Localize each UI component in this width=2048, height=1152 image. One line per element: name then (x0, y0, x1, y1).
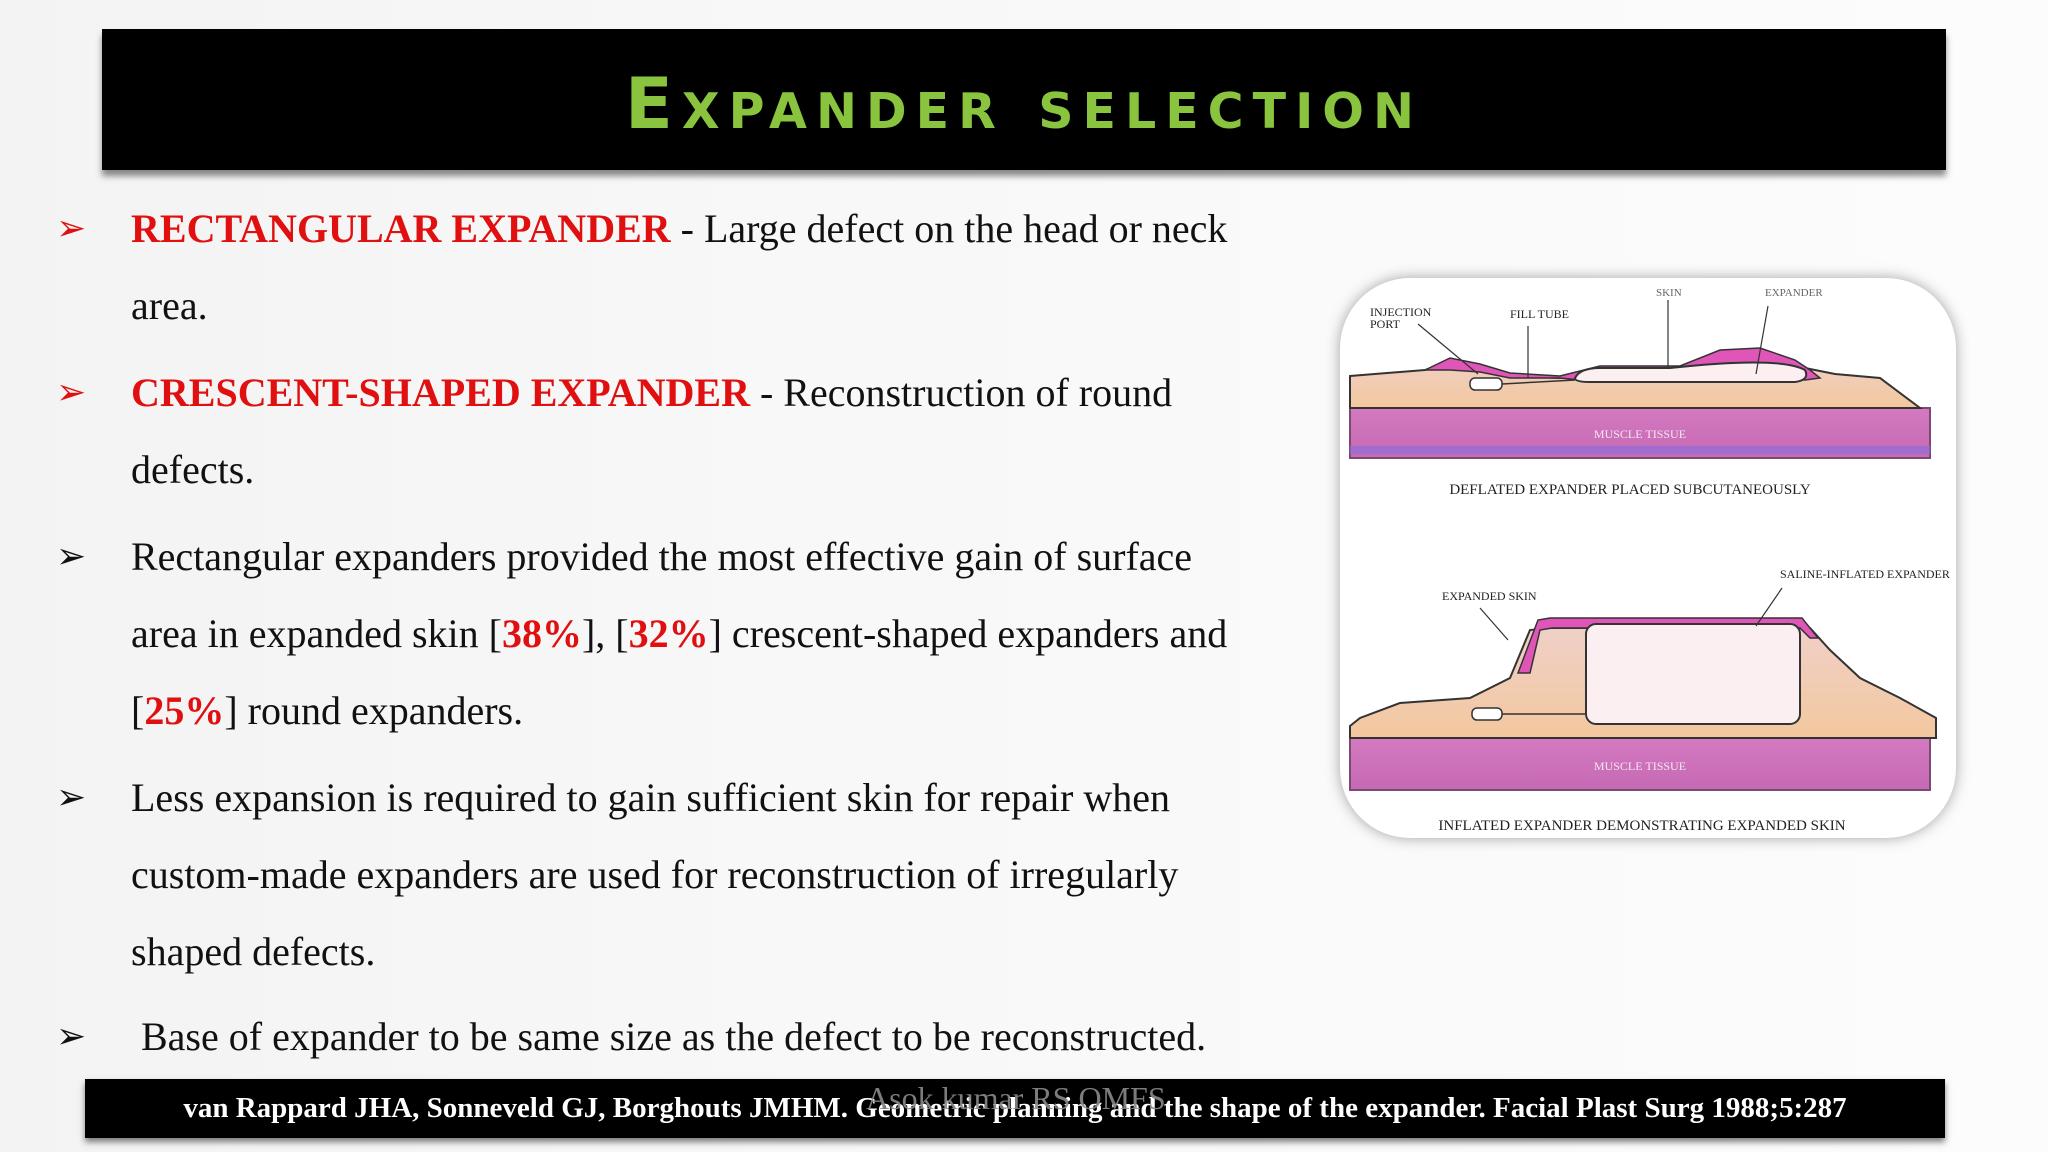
reference-citation: van Rappard JHA, Sonneveld GJ, Borghouts… (183, 1092, 1847, 1124)
bullet-text: [ (131, 688, 145, 733)
bullet-text: area in expanded skin [ (131, 611, 502, 656)
expander-diagram-svg: INJECTION PORT FILL TUBE SKIN EXPANDER M… (1349, 287, 1950, 834)
label-injection-port-2: PORT (1370, 317, 1401, 331)
muscle-layer-bottom (1349, 737, 1931, 791)
bullet-line: defects. (131, 446, 254, 494)
fill-tube-top (1501, 379, 1576, 385)
title-bar: Expander selection (102, 29, 1946, 170)
bullet-text: area. (131, 283, 208, 328)
label-skin: SKIN (1656, 287, 1682, 299)
slide-title: Expander selection (625, 62, 1423, 145)
bullet-text: - Reconstruction of round (749, 370, 1173, 415)
bullet-line: CRESCENT-SHAPED EXPANDER - Reconstructio… (131, 369, 1172, 417)
injection-port-top (1469, 377, 1503, 391)
bullet-line: shaped defects. (131, 928, 375, 976)
bullet-line: RECTANGULAR EXPANDER - Large defect on t… (131, 205, 1227, 253)
highlight-text: 25% (144, 688, 225, 733)
bullet-text: Rectangular expanders provided the most … (131, 534, 1193, 579)
bullet-line: Less expansion is required to gain suffi… (131, 774, 1170, 822)
deflated-expander (1573, 361, 1808, 383)
bullet-arrow-icon: ➢ (56, 372, 87, 413)
label-expanded-skin: EXPANDED SKIN (1442, 589, 1537, 603)
bullet-text: ] crescent-shaped expanders and (708, 611, 1228, 656)
label-injection-port-1: INJECTION (1370, 305, 1432, 319)
label-muscle-top: MUSCLE TISSUE (1594, 427, 1686, 441)
label-saline-inflated: SALINE-INFLATED EXPANDER (1780, 567, 1950, 581)
bullet-arrow-icon: ➢ (56, 536, 87, 577)
expander-diagram: INJECTION PORT FILL TUBE SKIN EXPANDER M… (1340, 278, 1956, 838)
highlight-text: 38% (501, 611, 582, 656)
label-muscle-bottom: MUSCLE TISSUE (1594, 759, 1686, 773)
label-fill-tube: FILL TUBE (1510, 307, 1569, 321)
watermark: Asok kumar RS OMFS (866, 1080, 1166, 1116)
bullet-line: area. (131, 282, 208, 330)
bullet-arrow-icon: ➢ (56, 1016, 87, 1057)
bullet-line: area in expanded skin [38%], [32%] cresc… (131, 610, 1227, 658)
bullet-arrow-icon: ➢ (56, 777, 87, 818)
bullet-line: [25%] round expanders. (131, 687, 523, 735)
caption-bottom: INFLATED EXPANDER DEMONSTRATING EXPANDED… (1438, 818, 1845, 834)
injection-port-bottom (1471, 707, 1503, 721)
bullet-text: Less expansion is required to gain suffi… (131, 775, 1170, 820)
bullet-line: custom-made expanders are used for recon… (131, 851, 1178, 899)
bullet-line: Rectangular expanders provided the most … (131, 533, 1192, 581)
deflated-panel: INJECTION PORT FILL TUBE SKIN EXPANDER M… (1349, 287, 1931, 498)
bullet-arrow-icon: ➢ (56, 208, 87, 249)
reference-bar: van Rappard JHA, Sonneveld GJ, Borghouts… (85, 1079, 1945, 1138)
bullet-text: ] round expanders. (224, 688, 524, 733)
bullet-text: - Large defect on the head or neck (670, 206, 1228, 251)
inflated-expander (1585, 623, 1801, 725)
bullet-text: Base of expander to be same size as the … (131, 1014, 1207, 1059)
bullet-text: ], [ (581, 611, 629, 656)
caption-top: DEFLATED EXPANDER PLACED SUBCUTANEOUSLY (1449, 482, 1811, 498)
bullet-text: custom-made expanders are used for recon… (131, 852, 1179, 897)
bullet-text: defects. (131, 447, 255, 492)
inflated-panel: EXPANDED SKIN SALINE-INFLATED EXPANDER M… (1349, 567, 1950, 834)
label-expander: EXPANDER (1765, 287, 1823, 299)
highlight-text: 32% (628, 611, 709, 656)
highlight-text: CRESCENT-SHAPED EXPANDER (131, 370, 750, 415)
bullet-line: Base of expander to be same size as the … (131, 1013, 1206, 1061)
highlight-text: RECTANGULAR EXPANDER (131, 206, 671, 251)
bullet-list: ➢ RECTANGULAR EXPANDER - Large defect on … (56, 205, 1227, 1061)
bullet-text: shaped defects. (131, 929, 376, 974)
